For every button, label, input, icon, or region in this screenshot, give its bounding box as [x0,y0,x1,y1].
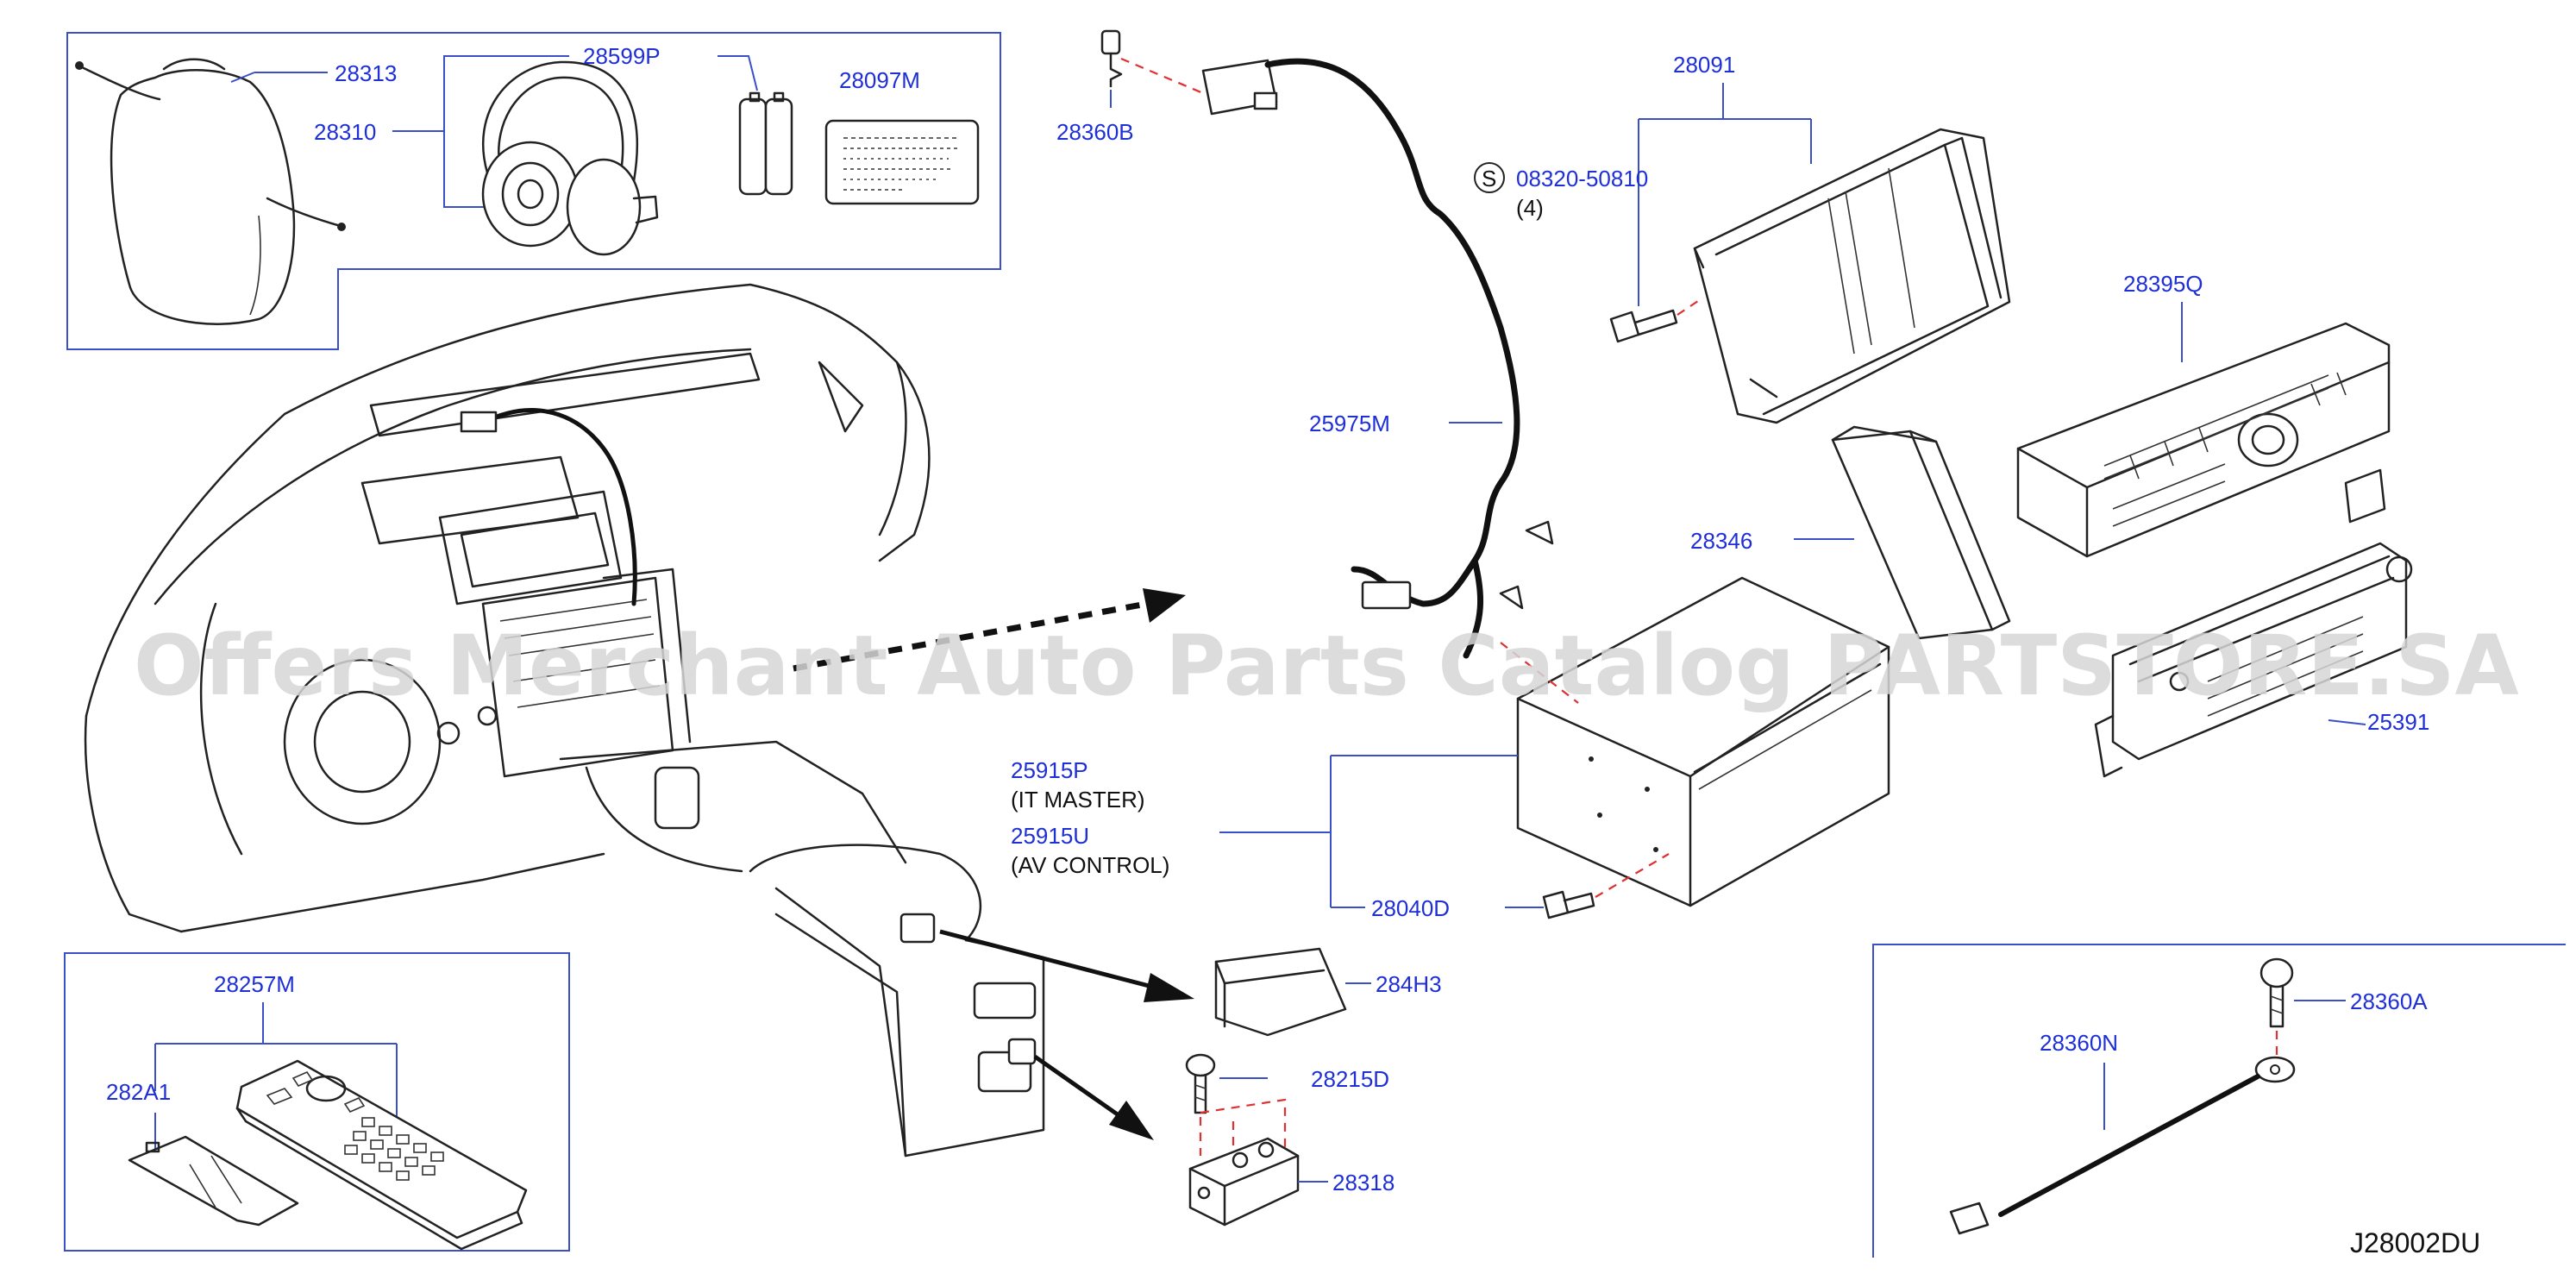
label-284H3[interactable]: 284H3 [1376,971,1442,997]
switch-284H3-drawing [1214,947,1347,1037]
diagram-code: J28002DU [2350,1227,2480,1258]
label-28097M[interactable]: 28097M [839,67,920,93]
remote-control-drawing [235,1059,528,1251]
label-28318[interactable]: 28318 [1332,1170,1395,1195]
note-25915U: (AV CONTROL) [1011,852,1169,878]
leader-28310 [392,55,569,208]
battery-cover-drawing [128,1135,299,1227]
location-arrow [793,588,1186,672]
label-08320-50810[interactable]: 08320-50810 [1516,166,1648,191]
note-25915P: (IT MASTER) [1011,787,1145,813]
leader-28091 [1638,83,1812,224]
control-panel-28395Q-drawing [2016,322,2391,558]
label-25975M[interactable]: 25975M [1309,411,1390,436]
label-28360A[interactable]: 28360A [2350,988,2428,1014]
label-28599P[interactable]: 28599P [583,43,661,69]
display-28091-drawing [1693,128,2011,424]
clip-28360B-drawing [1100,29,1123,88]
remote-box [64,952,570,1252]
label-28395Q[interactable]: 28395Q [2123,271,2203,297]
leader-25391 [2328,719,2366,725]
label-28257M[interactable]: 28257M [214,971,295,997]
label-28310[interactable]: 28310 [314,119,376,145]
dash-wiring-drawing [460,408,637,606]
dashboard-drawing [84,283,1045,1158]
assembly-line-28318 [1199,1098,1287,1156]
label-28040D[interactable]: 28040D [1371,895,1450,921]
label-28360N[interactable]: 28360N [2040,1030,2118,1056]
bolt-28040D-drawing [1542,890,1595,919]
label-25391[interactable]: 25391 [2367,709,2429,735]
storage-pouch-drawing [75,58,346,325]
leader-25915 [1219,755,1518,908]
bracket-28346-drawing [1831,425,2011,640]
console-switch-drawing [899,913,1037,1065]
batteries-drawing [738,91,793,196]
quantity-08320-50810: (4) [1516,195,1544,221]
ground-box [1872,944,2566,1258]
assembly-line-08320 [1677,297,1704,316]
arrow-to-28318 [1033,1054,1154,1140]
bezel-25391-drawing [2094,542,2413,778]
label-28360B[interactable]: 28360B [1056,119,1134,145]
leader-28257M [154,1002,398,1121]
clip-28360A-drawing [2259,957,2294,1028]
manual-card-drawing [824,119,980,205]
leader-28313 [230,72,255,83]
label-28313[interactable]: 28313 [335,60,397,86]
arrow-to-284H3 [939,929,1194,1002]
leader-28599P [718,55,758,91]
label-28215D[interactable]: 28215D [1311,1066,1389,1092]
label-28091[interactable]: 28091 [1673,52,1735,78]
antenna-amp-28318-drawing [1188,1137,1300,1227]
accessory-box [66,32,1001,350]
screw-symbol: S [1474,162,1505,193]
ground-cable-28360N-drawing [1949,1056,2296,1235]
clip-28215D-drawing [1185,1053,1216,1114]
assembly-line-28360B [1120,57,1204,95]
assembly-line-harness [1500,642,1579,704]
label-282A1[interactable]: 282A1 [106,1079,171,1105]
label-25915U[interactable]: 25915U [1011,823,1089,849]
label-28346[interactable]: 28346 [1690,528,1752,554]
screw-symbol-letter: S [1482,166,1496,191]
harness-25975M-drawing [1201,58,1554,659]
watermark: Offers Merchant Auto Parts Catalog PARTS… [134,618,2519,714]
bolt-08320-drawing [1609,309,1678,343]
label-25915P[interactable]: 25915P [1011,757,1088,783]
av-control-unit-drawing [1516,576,1890,907]
headphones-drawing [481,60,659,256]
